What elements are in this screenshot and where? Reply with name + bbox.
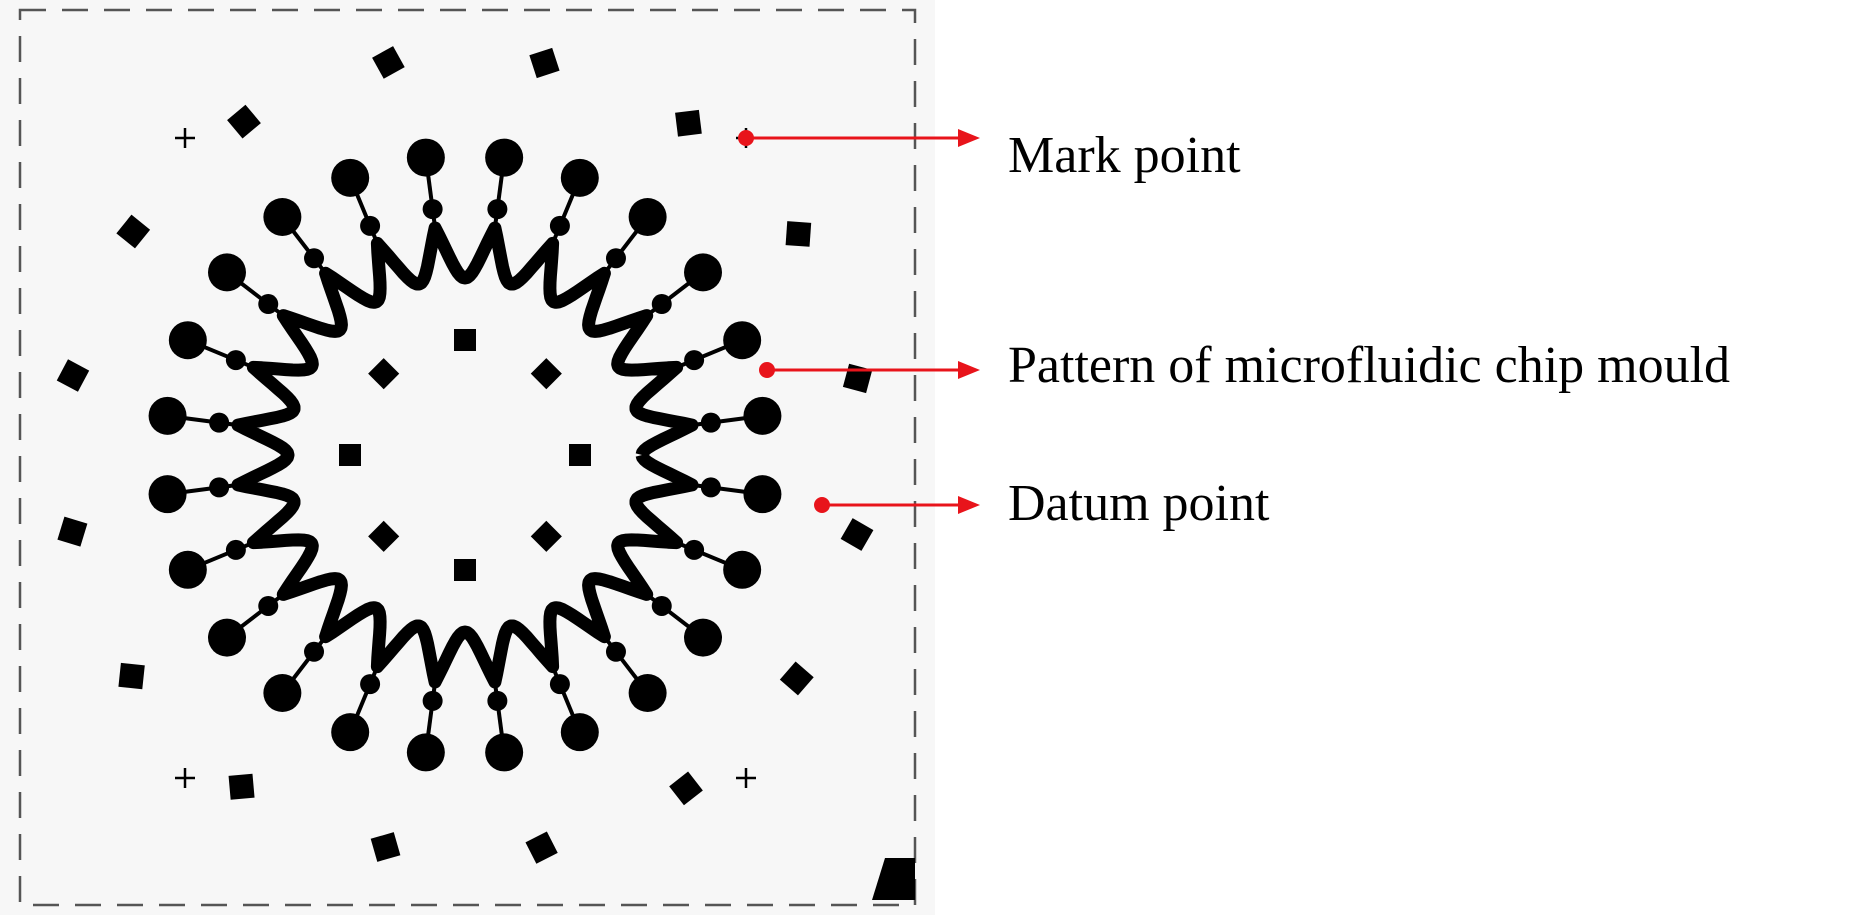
inlet-circle-large xyxy=(485,138,524,177)
datum-square-icon xyxy=(785,221,812,247)
inlet-circle-large xyxy=(743,475,782,514)
inlet-circle-small xyxy=(360,674,381,695)
inlet-circle-small xyxy=(549,215,570,236)
datum-square-icon xyxy=(116,214,151,249)
mark-cross-icon xyxy=(175,768,195,788)
datum-square-icon xyxy=(227,104,261,139)
datum-square-icon xyxy=(525,831,558,864)
inlet-circle-large xyxy=(406,733,445,772)
datum-square-icon xyxy=(118,662,145,690)
inlet-circle-large xyxy=(148,396,187,435)
inlet-circle-large xyxy=(168,321,207,360)
datum-square-icon xyxy=(675,109,702,137)
inlet-circle-small xyxy=(487,199,508,220)
inlet-circle-large xyxy=(560,158,599,197)
inlet-circle-small xyxy=(487,690,508,711)
inlet-circle-small xyxy=(605,641,626,662)
datum-points xyxy=(56,46,874,864)
inlet-circle-large xyxy=(684,253,723,292)
datum-square-icon xyxy=(228,773,255,800)
inlet-circle-large xyxy=(743,396,782,435)
inlet-circle-small xyxy=(651,294,672,315)
inlet-circle-small xyxy=(651,595,672,616)
inlet-circle-small xyxy=(700,412,721,433)
inlet-circle-large xyxy=(684,618,723,657)
inlet-circle-small xyxy=(422,199,443,220)
inlet-circle-large xyxy=(723,550,762,589)
inlet-circle-small xyxy=(209,412,230,433)
inner-marker-square xyxy=(339,444,361,466)
inlet-circle-small xyxy=(684,350,705,371)
inlet-circle-large xyxy=(628,197,667,236)
inlet-circle-large xyxy=(207,253,246,292)
callout-arrows xyxy=(738,129,980,514)
inlet-circle-small xyxy=(304,641,325,662)
inlet-circle-large xyxy=(560,713,599,752)
inlet-circle-large xyxy=(168,550,207,589)
datum-square-icon xyxy=(370,832,401,862)
inlet-circle-large xyxy=(331,713,370,752)
inlet-circle-large xyxy=(207,618,246,657)
callout-label-mark-point: Mark point xyxy=(1008,127,1241,184)
pattern-arrow xyxy=(759,361,980,379)
mark-cross-icon xyxy=(736,768,756,788)
inlet-circle-small xyxy=(549,674,570,695)
datum-square-icon xyxy=(779,661,814,696)
inner-marker-square xyxy=(368,358,400,390)
mark-point-arrow xyxy=(738,129,980,147)
inlet-circle-small xyxy=(225,350,246,371)
inlet-circle-small xyxy=(422,690,443,711)
inlet-circle-small xyxy=(209,477,230,498)
inner-marker-square xyxy=(530,358,562,390)
inner-marker-square xyxy=(454,329,476,351)
datum-square-icon xyxy=(669,771,703,806)
corner-triangle-icon xyxy=(872,858,915,900)
inlet-circle-large xyxy=(723,321,762,360)
inner-marker-square xyxy=(569,444,591,466)
inlet-circle-large xyxy=(331,158,370,197)
inlet-circle-small xyxy=(605,248,626,269)
serpentine-mixing-ring xyxy=(231,221,699,689)
datum-square-icon xyxy=(840,518,874,551)
inlet-circle-small xyxy=(258,294,279,315)
inner-marker-square xyxy=(454,559,476,581)
inlet-circle-large xyxy=(263,674,302,713)
chip-background xyxy=(0,0,935,915)
inner-marker-square xyxy=(368,520,400,552)
mark-cross-icon xyxy=(175,128,195,148)
inlet-circle-large xyxy=(148,475,187,514)
datum-square-icon xyxy=(56,359,90,392)
datum-square-icon xyxy=(529,47,560,79)
inlet-circle-small xyxy=(684,539,705,560)
inlet-circle-small xyxy=(360,215,381,236)
inlet-circle-small xyxy=(700,477,721,498)
callout-label-pattern: Pattern of microfluidic chip mould xyxy=(1008,337,1731,394)
inlet-circle-large xyxy=(406,138,445,177)
inlet-circle-small xyxy=(225,539,246,560)
callout-label-datum-point: Datum point xyxy=(1008,475,1270,532)
inlet-circle-large xyxy=(628,674,667,713)
inlet-circle-small xyxy=(258,595,279,616)
datum-square-icon xyxy=(372,46,405,79)
inlet-circle-large xyxy=(485,733,524,772)
microfluidic-pattern xyxy=(148,138,782,772)
inlet-circle-large xyxy=(263,197,302,236)
inlet-circle-small xyxy=(304,248,325,269)
chip-border xyxy=(18,8,917,907)
datum-point-arrow xyxy=(814,496,980,514)
datum-square-icon xyxy=(57,516,88,547)
